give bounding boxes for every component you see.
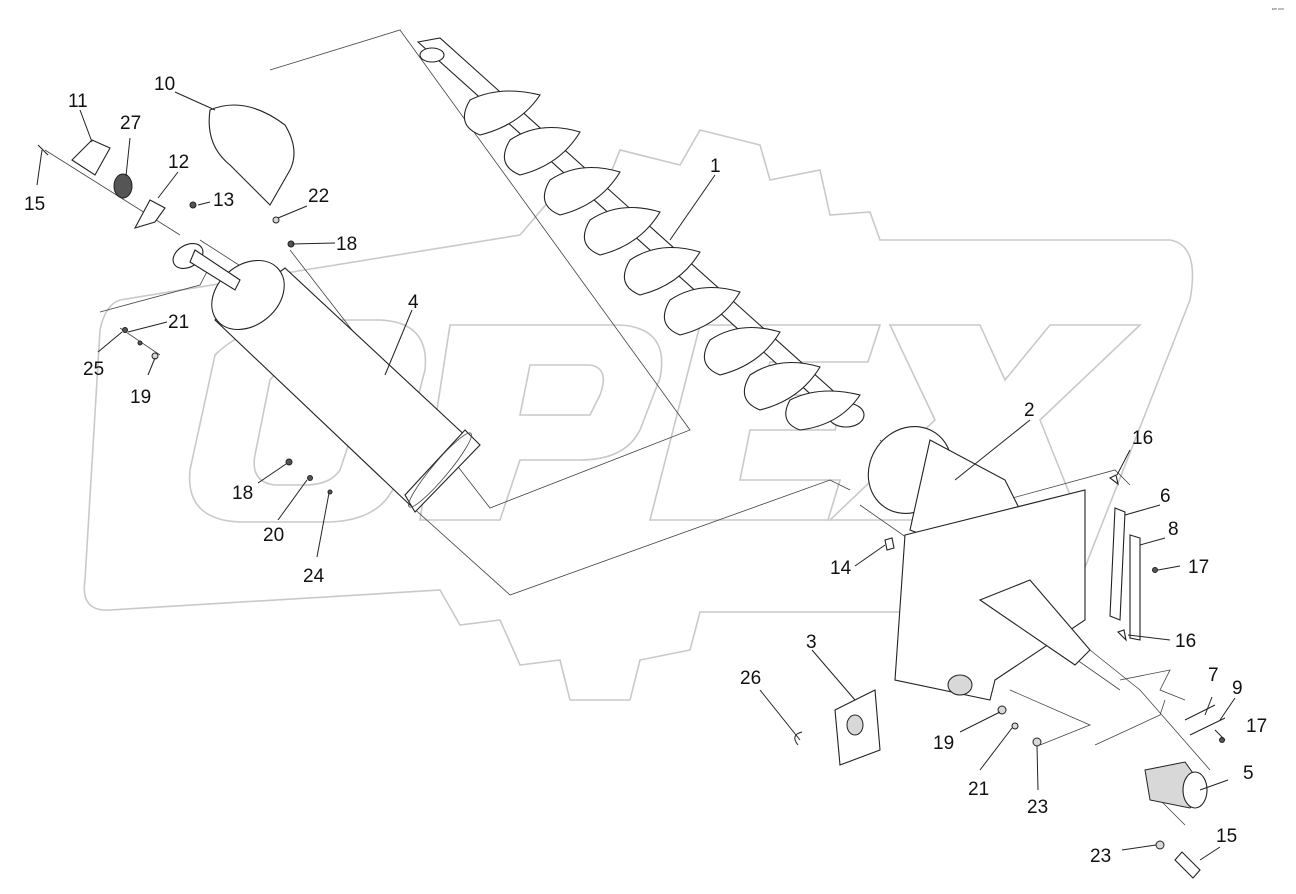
bearing-group [37,139,241,291]
callout-21-right: 21 [968,779,989,800]
callout-18-bottom: 18 [232,483,253,504]
callout-7: 7 [1208,665,1219,686]
callout-3: 3 [806,632,817,653]
callout-18-top: 18 [336,234,357,255]
seal-strips [1109,507,1141,641]
callout-5: 5 [1243,763,1254,784]
auger-screw [416,37,865,431]
callout-14: 14 [830,558,852,579]
callout-26: 26 [740,668,761,689]
callout-23-bottom: 23 [1090,846,1111,867]
callout-16-top: 16 [1132,428,1153,449]
callout-20: 20 [263,525,284,546]
callout-19-right: 19 [933,733,954,754]
callout-9: 9 [1232,678,1243,699]
callout-6: 6 [1160,486,1171,507]
callout-1: 1 [710,156,721,177]
circlip [794,731,803,746]
callout-4: 4 [408,292,419,313]
cover-plate [208,104,295,206]
callout-12: 12 [168,152,189,173]
callout-27: 27 [120,113,141,134]
callout-13: 13 [213,190,234,211]
callout-17-bottom: 17 [1246,716,1267,737]
callout-15-left: 15 [24,194,45,215]
callout-17-top: 17 [1188,557,1209,578]
corner-mark: ᵉᵐ ᵒᵒᵒ [1272,7,1284,13]
hydraulic-motor [1144,761,1208,809]
callout-labels: 1 2 3 4 5 6 7 8 9 10 11 12 13 14 15 15 1… [24,74,1267,867]
callout-25: 25 [83,359,104,380]
gearbox-housing [867,426,1091,701]
bearing-plate [834,689,881,766]
callout-24: 24 [303,566,325,587]
callout-8: 8 [1168,519,1179,540]
leader-lines [36,91,1236,861]
callout-23-middle: 23 [1027,797,1048,818]
callout-15-right: 15 [1216,826,1237,847]
fasteners [122,201,1226,879]
callout-11: 11 [68,91,88,112]
callout-16-bottom: 16 [1175,631,1196,652]
callout-21-left: 21 [168,312,189,333]
callout-19-left: 19 [130,387,151,408]
callout-2: 2 [1024,400,1035,421]
auger-tube [211,259,481,513]
callout-22: 22 [308,186,329,207]
callout-10: 10 [154,74,175,95]
